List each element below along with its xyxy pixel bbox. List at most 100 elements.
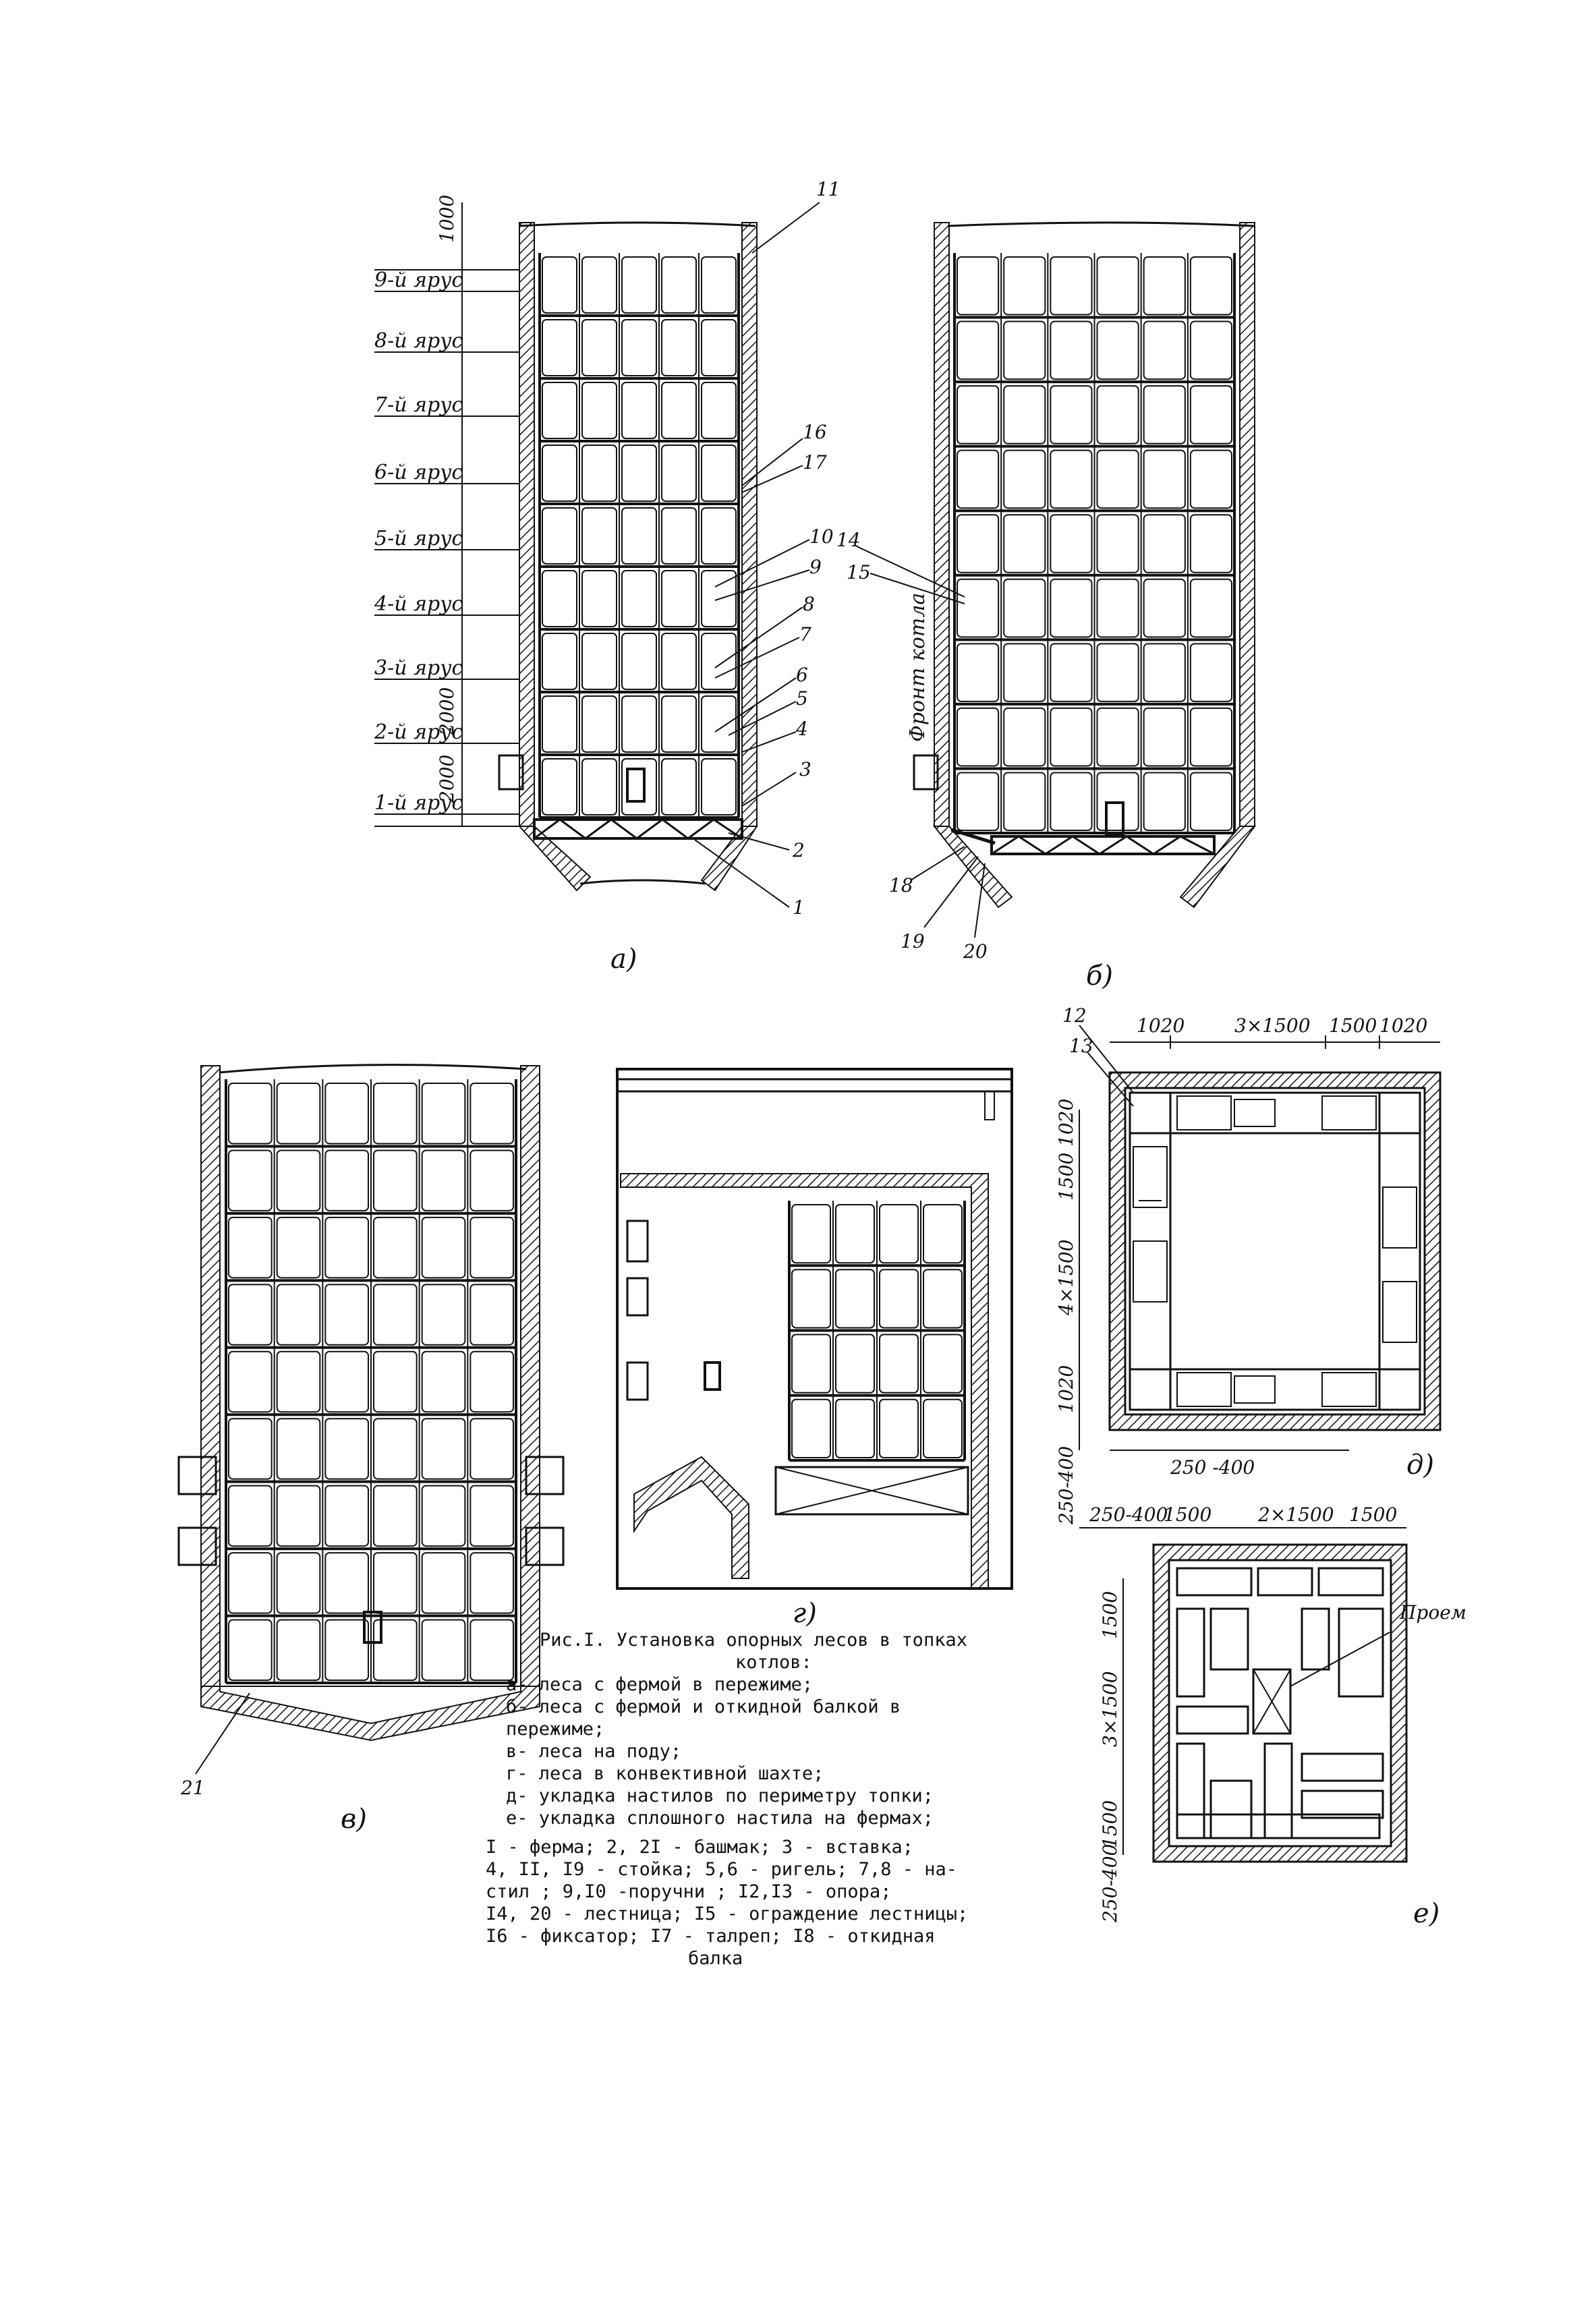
- callouts-a: 11 16 17 10 9 8 7 6 5 4 3 2 1: [694, 178, 840, 919]
- dim-d-side-4x: 4×1500: [1055, 1239, 1077, 1316]
- burners-v: [177, 1456, 565, 1566]
- callout-13: 13: [1069, 1035, 1093, 1057]
- callout-12: 12: [1062, 1004, 1087, 1027]
- callout-7: 7: [799, 623, 811, 646]
- callout-18: 18: [889, 874, 913, 896]
- dim-d-top-1500: 1500: [1329, 1014, 1377, 1037]
- right-wall: [1239, 222, 1255, 827]
- truss-b: [950, 828, 1216, 855]
- dimensions-e: 250-400 1500 2×1500 1500 1500 3×1500 150…: [1079, 1504, 1406, 1923]
- caption-item-d: д- укладка настилов по периметру топки;: [506, 1785, 934, 1806]
- dim-1000: 1000: [436, 195, 458, 243]
- dim-e-side-250: 250-400: [1099, 1844, 1121, 1923]
- dim-e-top-d: 1500: [1349, 1504, 1397, 1526]
- dim-e-top-c: 2×1500: [1257, 1504, 1334, 1526]
- dim-d-side-1500: 1500: [1055, 1153, 1077, 1201]
- legend-line-2: 4, II, I9 - стойка; 5,6 - ригель; 7,8 - …: [486, 1859, 957, 1880]
- caption-title: Рис.I. Установка опорных лесов в топках: [540, 1630, 967, 1651]
- burner: [913, 754, 939, 791]
- left-wall: [519, 222, 535, 827]
- dim-d-bottom-250: 250 -400: [1170, 1456, 1255, 1479]
- dim-e-side-3x: 3×1500: [1099, 1671, 1121, 1747]
- left-slope-wall: [932, 826, 1013, 909]
- callout-3: 3: [799, 758, 811, 780]
- subfig-label-d: д): [1406, 1450, 1434, 1481]
- burner: [498, 754, 524, 791]
- legend-line-5: I6 - фиксатор; I7 - талреп; I8 - откидна…: [486, 1926, 936, 1947]
- tier-4: 4-й ярус: [374, 592, 463, 616]
- callout-20: 20: [963, 940, 988, 963]
- tier-1: 1-й ярус: [374, 791, 463, 815]
- burner-openings-g: [626, 1220, 649, 1401]
- dim-e-top-a: 250-400: [1089, 1504, 1168, 1526]
- callout-9: 9: [809, 556, 822, 578]
- callouts-b: 14 15 18 19 20: [836, 529, 988, 963]
- dim-2000-lower: 2000: [436, 755, 458, 803]
- dim-d-top-right: 1020: [1379, 1014, 1427, 1037]
- shaft-wall: [620, 1173, 989, 1589]
- access-door: [704, 1361, 721, 1391]
- callout-14: 14: [836, 529, 861, 551]
- subfig-label-v: в): [341, 1804, 367, 1835]
- tier-5: 5-й ярус: [374, 527, 463, 550]
- callout-10: 10: [809, 525, 834, 548]
- dim-d-side-1020b: 1020: [1055, 1365, 1077, 1413]
- shaft-frame: [616, 1068, 1013, 1590]
- dimensions-d: 1020 3×1500 1500 1020 1020 1500 4×1500 1…: [1055, 1014, 1440, 1525]
- figure-e-solid-decking-on-trusses: Проем 250-400 1500 2×1500 1500 1500 3×15…: [1079, 1504, 1466, 1929]
- callout-4: 4: [795, 718, 808, 740]
- caption-item-e: е- укладка сплошного настила на фермах;: [506, 1808, 934, 1829]
- legend-line-3: стил ; 9,I0 -поручни ; I2,I3 - опора;: [486, 1881, 892, 1902]
- figure-caption: Рис.I. Установка опорных лесов в топках …: [486, 1629, 1093, 1970]
- caption-item-v: в- леса на поду;: [506, 1741, 682, 1762]
- right-slope-wall: [700, 826, 758, 892]
- caption-item-b-cont: пережиме;: [506, 1719, 605, 1740]
- caption-title-cont: котлов:: [735, 1652, 812, 1673]
- access-door: [626, 768, 646, 803]
- dim-d-top-left: 1020: [1137, 1014, 1185, 1037]
- scaffold-grid-b: [953, 253, 1236, 834]
- callout-1: 1: [793, 896, 805, 919]
- truss-g: [774, 1466, 969, 1516]
- tier-8: 8-й ярус: [374, 329, 463, 353]
- subfig-label-g: г): [793, 1598, 817, 1629]
- callout-11: 11: [816, 178, 840, 200]
- subfig-label-a: а): [610, 944, 637, 975]
- throat-wall: [633, 1456, 749, 1579]
- callout-17: 17: [803, 451, 827, 474]
- legend-line-4: I4, 20 - лестница; I5 - ограждение лестн…: [486, 1903, 969, 1924]
- callout-2: 2: [792, 839, 805, 861]
- dim-d-top-mid: 3×1500: [1234, 1014, 1311, 1037]
- tier-7: 7-й ярус: [374, 393, 463, 417]
- callout-5: 5: [796, 687, 808, 710]
- figure-v-scaffold-on-hearth: 21 в): [177, 1064, 565, 1835]
- dim-2000-upper: 2000: [436, 687, 458, 736]
- callout-16: 16: [803, 421, 827, 443]
- front-label: Фронт котла: [906, 593, 930, 742]
- dim-e-top-b: 1500: [1164, 1504, 1212, 1526]
- tier-6: 6-й ярус: [374, 461, 463, 484]
- left-wall: [200, 1065, 221, 1687]
- left-slope-wall: [517, 826, 592, 892]
- break-line: [519, 221, 756, 227]
- legend-line-6: балка: [688, 1948, 743, 1969]
- caption-item-g: г- леса в конвективной шахте;: [506, 1763, 824, 1784]
- folding-beam: [950, 828, 996, 845]
- dim-e-side-1500: 1500: [1099, 1591, 1121, 1639]
- scaffold-grid-a: [538, 253, 740, 819]
- right-wall: [741, 222, 758, 827]
- callout-19: 19: [901, 930, 925, 952]
- callout-15: 15: [847, 561, 871, 583]
- opening-label: Проем: [1399, 1601, 1466, 1624]
- tier-underlines: [374, 291, 519, 815]
- tier-2: 2-й ярус: [374, 720, 463, 744]
- figure-a-scaffold-truss-in-throat: 9-й ярус 8-й ярус 7-й ярус 6-й ярус 5-й …: [374, 178, 840, 975]
- truss-a: [533, 818, 743, 840]
- access-door: [1105, 801, 1124, 836]
- subfig-label-e: е): [1413, 1898, 1440, 1929]
- scaffold-grid-g: [788, 1201, 966, 1462]
- tier-9: 9-й ярус: [374, 268, 463, 292]
- dim-d-side-250: 250-400: [1055, 1446, 1077, 1525]
- figure-d-perimeter-decking-plan: 1020 3×1500 1500 1020 1020 1500 4×1500 1…: [1055, 1004, 1442, 1525]
- dim-d-side-1020a: 1020: [1055, 1099, 1077, 1147]
